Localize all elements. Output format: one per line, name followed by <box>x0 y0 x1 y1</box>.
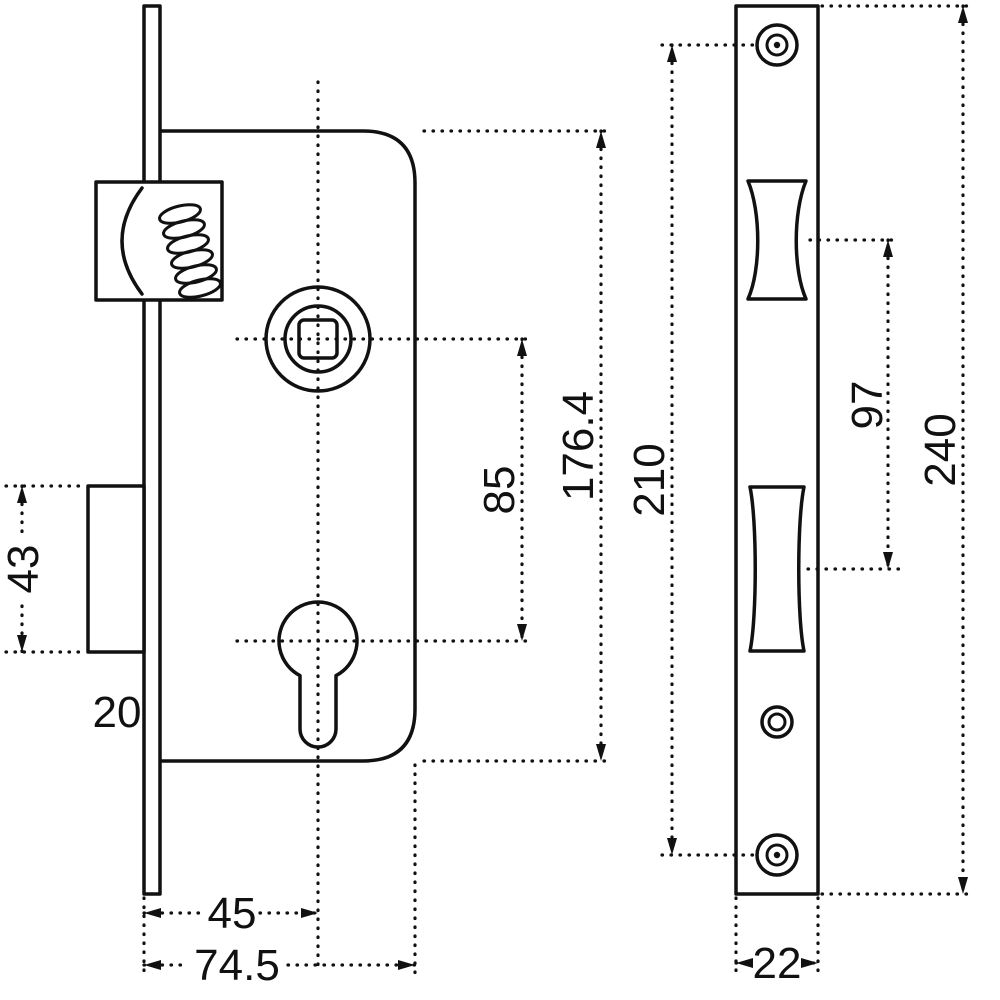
screw-hole-bottom <box>755 833 799 877</box>
dim-value-210: 210 <box>625 443 674 516</box>
dim-screw-spacing: 210 <box>625 43 755 857</box>
dim-value-22: 22 <box>753 939 802 988</box>
screw-hole-top <box>755 23 799 67</box>
dim-deadbolt-throw: 20 <box>93 688 142 737</box>
dim-value-240: 240 <box>916 413 965 486</box>
dim-faceplate-length: 240 <box>820 4 976 896</box>
screw-hole-bottom-outer <box>755 833 799 877</box>
side-view <box>734 4 820 896</box>
screw-hole-bottom-inner <box>765 843 789 867</box>
dim-spindle-to-cylinder: 85 <box>475 337 527 643</box>
dim-body-height: 176.4 <box>422 129 614 763</box>
cylinder-screw-hole-outer <box>760 705 794 739</box>
dim-value-43: 43 <box>0 545 48 594</box>
dim-body-depth: 74.5 <box>142 763 417 990</box>
latch-bolt <box>94 180 224 302</box>
dim-value-176-4: 176.4 <box>554 391 603 501</box>
dim-deadbolt-height: 43 <box>0 484 86 654</box>
screw-hole-bottom-center <box>773 851 781 859</box>
latch-bevel-curve <box>120 186 144 296</box>
dim-value-20: 20 <box>93 688 142 737</box>
dim-value-85: 85 <box>475 466 524 515</box>
faceplate-edge <box>142 4 162 896</box>
screw-hole-top-center <box>773 41 781 49</box>
latch-cutout <box>746 179 808 301</box>
faceplate-face <box>734 4 820 896</box>
euro-cylinder-hole <box>277 600 359 749</box>
dim-value-97: 97 <box>843 381 892 430</box>
screw-hole-top-inner <box>765 33 789 57</box>
deadbolt-cutout <box>748 485 806 653</box>
cylinder-screw-hole <box>760 705 794 739</box>
front-view <box>86 4 417 896</box>
dim-latch-to-deadbolt: 97 <box>806 238 902 571</box>
dim-value-45: 45 <box>208 889 257 938</box>
dim-faceplate-width: 22 <box>734 896 820 988</box>
dim-value-74-5: 74.5 <box>194 941 280 990</box>
screw-hole-top-outer <box>755 23 799 67</box>
deadbolt <box>86 484 146 654</box>
spring-coil <box>178 277 222 299</box>
latch-spring <box>158 203 222 299</box>
cylinder-screw-hole-inner <box>767 712 787 732</box>
